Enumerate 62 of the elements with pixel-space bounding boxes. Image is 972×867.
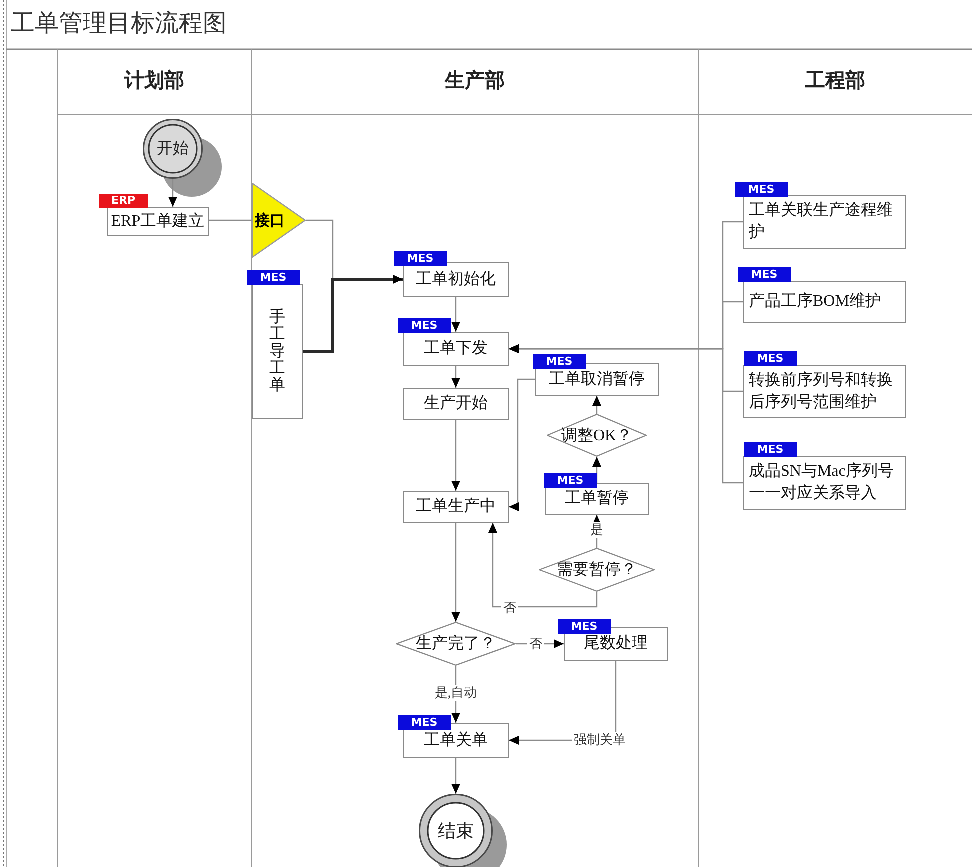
step-label: 工单生产中 bbox=[416, 496, 496, 517]
step-label: 产品工序BOM维护 bbox=[749, 292, 882, 312]
step-label: 工单取消暂停 bbox=[549, 370, 645, 390]
terminal-circle bbox=[419, 794, 507, 867]
process-box bbox=[403, 388, 509, 420]
process-box bbox=[403, 491, 509, 523]
edge-label: 否 bbox=[502, 600, 518, 616]
connector-arrow bbox=[516, 640, 564, 648]
system-tag: MES bbox=[247, 270, 300, 285]
system-tag: MES bbox=[738, 267, 791, 282]
connector-arrow bbox=[488, 523, 598, 608]
terminal-label: 结束 bbox=[438, 820, 474, 843]
decision-label: 需要暂停？ bbox=[557, 560, 637, 580]
system-tag: MES bbox=[398, 715, 451, 730]
decision-diamond bbox=[539, 548, 655, 592]
system-tag: MES bbox=[394, 251, 447, 266]
connector-arrow bbox=[452, 366, 460, 388]
decision-diamond bbox=[396, 622, 516, 666]
connector-arrow bbox=[452, 758, 460, 794]
diagram-title: 工单管理目标流程图 bbox=[11, 8, 227, 39]
system-tag: MES bbox=[744, 351, 797, 366]
step-label: 工单暂停 bbox=[565, 488, 629, 509]
lane-header: 工程部 bbox=[699, 49, 972, 115]
system-tag: MES bbox=[744, 442, 797, 457]
connector-arrow bbox=[509, 344, 743, 484]
interface-triangle bbox=[252, 183, 306, 258]
step-label: 工单关联生产途程维护 bbox=[749, 200, 894, 243]
system-tag: MES bbox=[398, 318, 451, 333]
lane-header: 计划部 bbox=[58, 49, 251, 115]
edge-label: 否 bbox=[528, 636, 544, 652]
connector-arrow bbox=[452, 297, 460, 332]
step-label: ERP工单建立 bbox=[111, 212, 205, 232]
step-label: 工单关单 bbox=[424, 730, 488, 750]
decision-label: 生产完了？ bbox=[416, 634, 496, 654]
step-label: 转换前序列号和转换后序列号范围维护 bbox=[749, 370, 894, 412]
connector-arrow bbox=[452, 523, 460, 622]
decision-label: 调整OK？ bbox=[561, 426, 633, 446]
system-tag: MES bbox=[544, 473, 597, 488]
decision-diamond bbox=[547, 414, 647, 457]
step-label: 生产开始 bbox=[424, 394, 488, 414]
step-label: 尾数处理 bbox=[584, 634, 648, 654]
terminal-circle bbox=[143, 119, 223, 198]
connector-arrow bbox=[509, 378, 535, 512]
system-tag: MES bbox=[533, 354, 586, 369]
step-label: 手工导工单 bbox=[269, 309, 286, 394]
lane-header: 生产部 bbox=[252, 49, 698, 115]
step-label: 成品SN与Mac序列号一一对应关系导入 bbox=[749, 462, 895, 504]
system-tag: MES bbox=[735, 182, 788, 197]
swimlane bbox=[57, 49, 252, 867]
system-tag: ERP bbox=[99, 194, 148, 208]
connector-arrow bbox=[303, 275, 403, 353]
interface-label: 接口 bbox=[255, 211, 285, 230]
step-label: 工单初始化 bbox=[416, 270, 496, 290]
connector-arrow bbox=[168, 179, 178, 207]
terminal-label: 开始 bbox=[157, 140, 189, 160]
system-tag: MES bbox=[558, 619, 611, 634]
connector-arrow bbox=[452, 420, 460, 491]
connector-arrow bbox=[592, 396, 602, 414]
edge-label: 是 bbox=[588, 522, 606, 538]
connector-line bbox=[209, 220, 252, 222]
edge-label: 强制关单 bbox=[572, 732, 628, 748]
step-label: 工单下发 bbox=[424, 339, 488, 359]
